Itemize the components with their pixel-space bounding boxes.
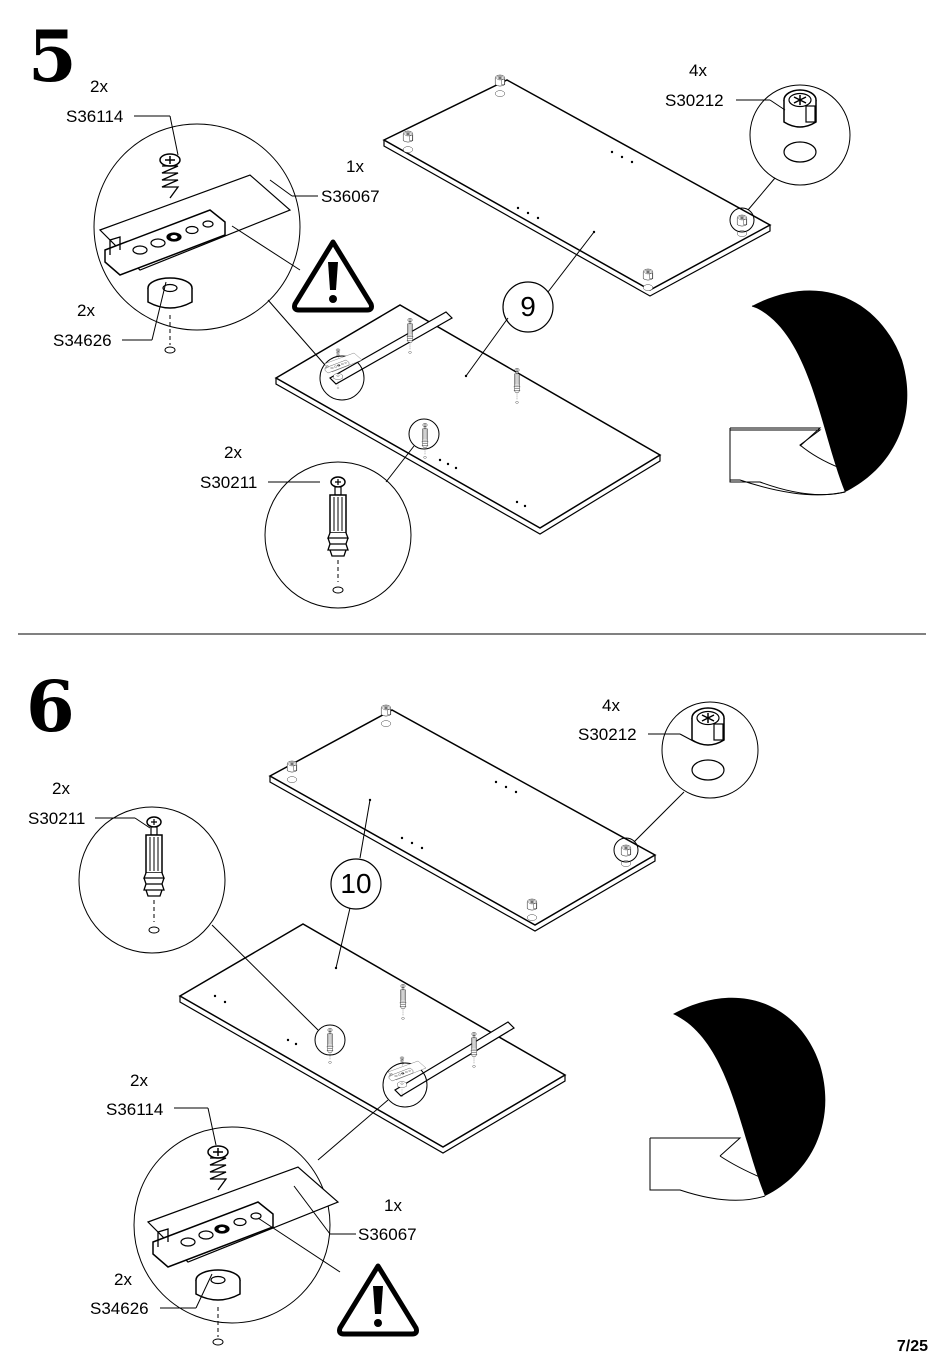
callout-cam-6: [661, 701, 759, 799]
cam-code-6: S30212: [578, 725, 637, 744]
bracket-code-6: S36067: [358, 1225, 417, 1244]
cam-qty-6: 4x: [602, 696, 620, 715]
panel-10-top: [268, 704, 657, 932]
dowel-code-6: S30211: [28, 809, 86, 828]
panel-label-10: 10: [340, 868, 372, 899]
rotate-arrow-icon: [729, 290, 908, 496]
cam-qty-5: 4x: [689, 61, 707, 80]
bracket-qty-6: 1x: [384, 1196, 402, 1215]
washer-code-5: S34626: [53, 331, 112, 350]
dowel-code-5: S30211: [200, 473, 258, 492]
screw-code-6: S36114: [106, 1100, 164, 1119]
callout-cam-5: [749, 84, 851, 186]
washer-qty-5: 2x: [77, 301, 95, 320]
warning-icon: [340, 1266, 417, 1334]
cam-code-5: S30212: [665, 91, 724, 110]
page-number: 7/25: [896, 1338, 928, 1355]
washer-code-6: S34626: [90, 1299, 149, 1318]
step-number-6: 6: [26, 665, 75, 748]
screw-code-5: S36114: [66, 107, 124, 126]
bracket-code-5: S36067: [321, 187, 380, 206]
screw-qty-6: 2x: [130, 1071, 148, 1090]
dowel-qty-5: 2x: [224, 443, 242, 462]
panel-label-9: 9: [520, 291, 536, 322]
dowel-qty-6: 2x: [52, 779, 70, 798]
panel-9-top: [382, 74, 772, 297]
panel-10-bottom: [178, 923, 567, 1154]
step-number-5: 5: [28, 15, 77, 98]
bracket-qty-5: 1x: [346, 157, 364, 176]
rotate-arrow-icon: [649, 997, 826, 1201]
screw-qty-5: 2x: [90, 77, 108, 96]
washer-qty-6: 2x: [114, 1270, 132, 1289]
warning-icon: [295, 242, 372, 310]
